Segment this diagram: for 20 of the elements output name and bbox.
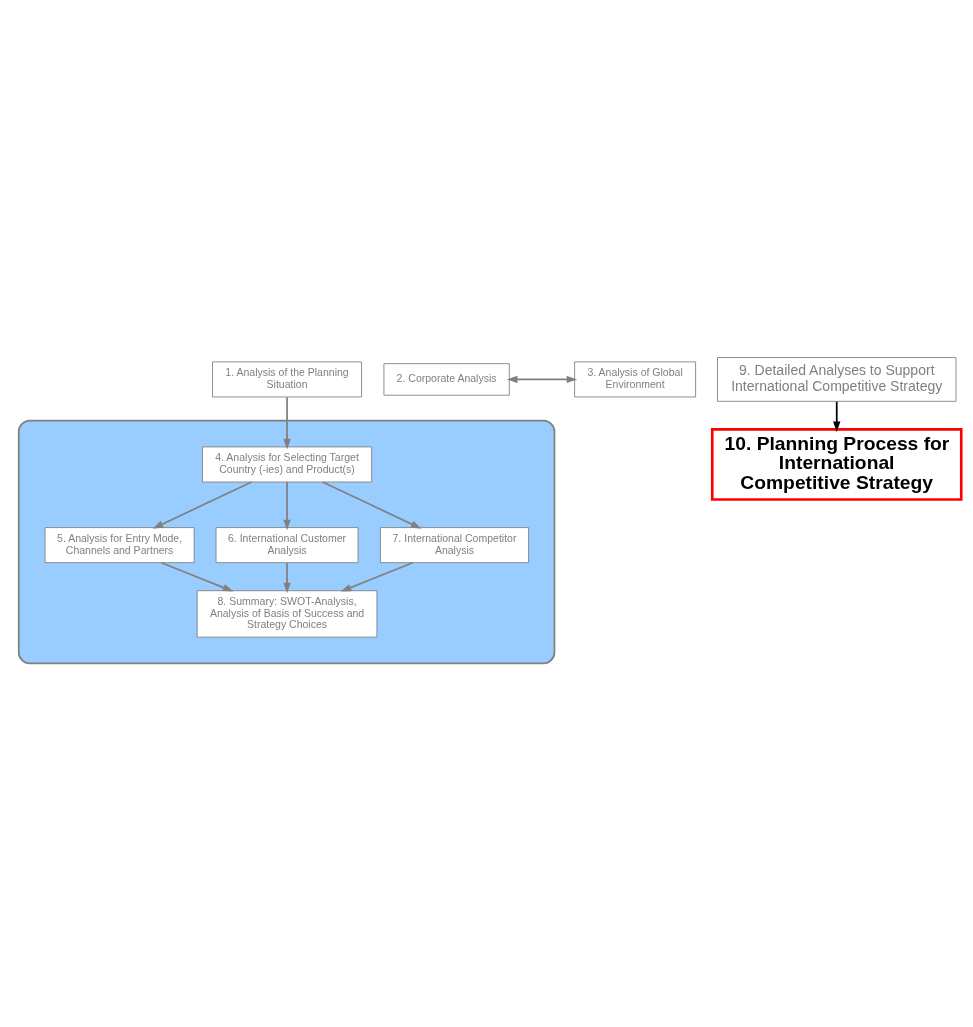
- node-box: 2. Corporate Analysis: [383, 362, 510, 396]
- arrow: [160, 561, 234, 592]
- arrow: [283, 480, 291, 530]
- node-box: 6. International Customer Analysis: [215, 526, 359, 563]
- node-box: 10. Planning Process for International Competitive Strategy: [710, 427, 963, 501]
- arrow: [506, 375, 578, 383]
- arrow: [152, 480, 253, 529]
- node-box: 4. Analysis for Selecting Target Country (-ies) and Product(s): [202, 446, 373, 482]
- arrow: [321, 480, 422, 529]
- node-box: 8. Summary: SWOT-Analysis, Analysis of Basis of Success and Strategy Choices: [196, 589, 378, 638]
- node-box: 5. Analysis for Entry Mode, Channels and Partners: [44, 526, 195, 563]
- node-box: 3. Analysis of Global Environment: [574, 360, 697, 397]
- cluster: [17, 419, 556, 664]
- node-box: 7. International Competitor Analysis: [380, 526, 530, 563]
- node-box: 9. Detailed Analyses to Support International Competitive Strategy: [717, 356, 957, 402]
- arrow: [340, 561, 414, 592]
- arrow: [283, 561, 291, 593]
- arrow: [833, 400, 841, 432]
- node-box: 1. Analysis of the Planning Situation: [212, 360, 362, 397]
- arrow: [283, 395, 291, 449]
